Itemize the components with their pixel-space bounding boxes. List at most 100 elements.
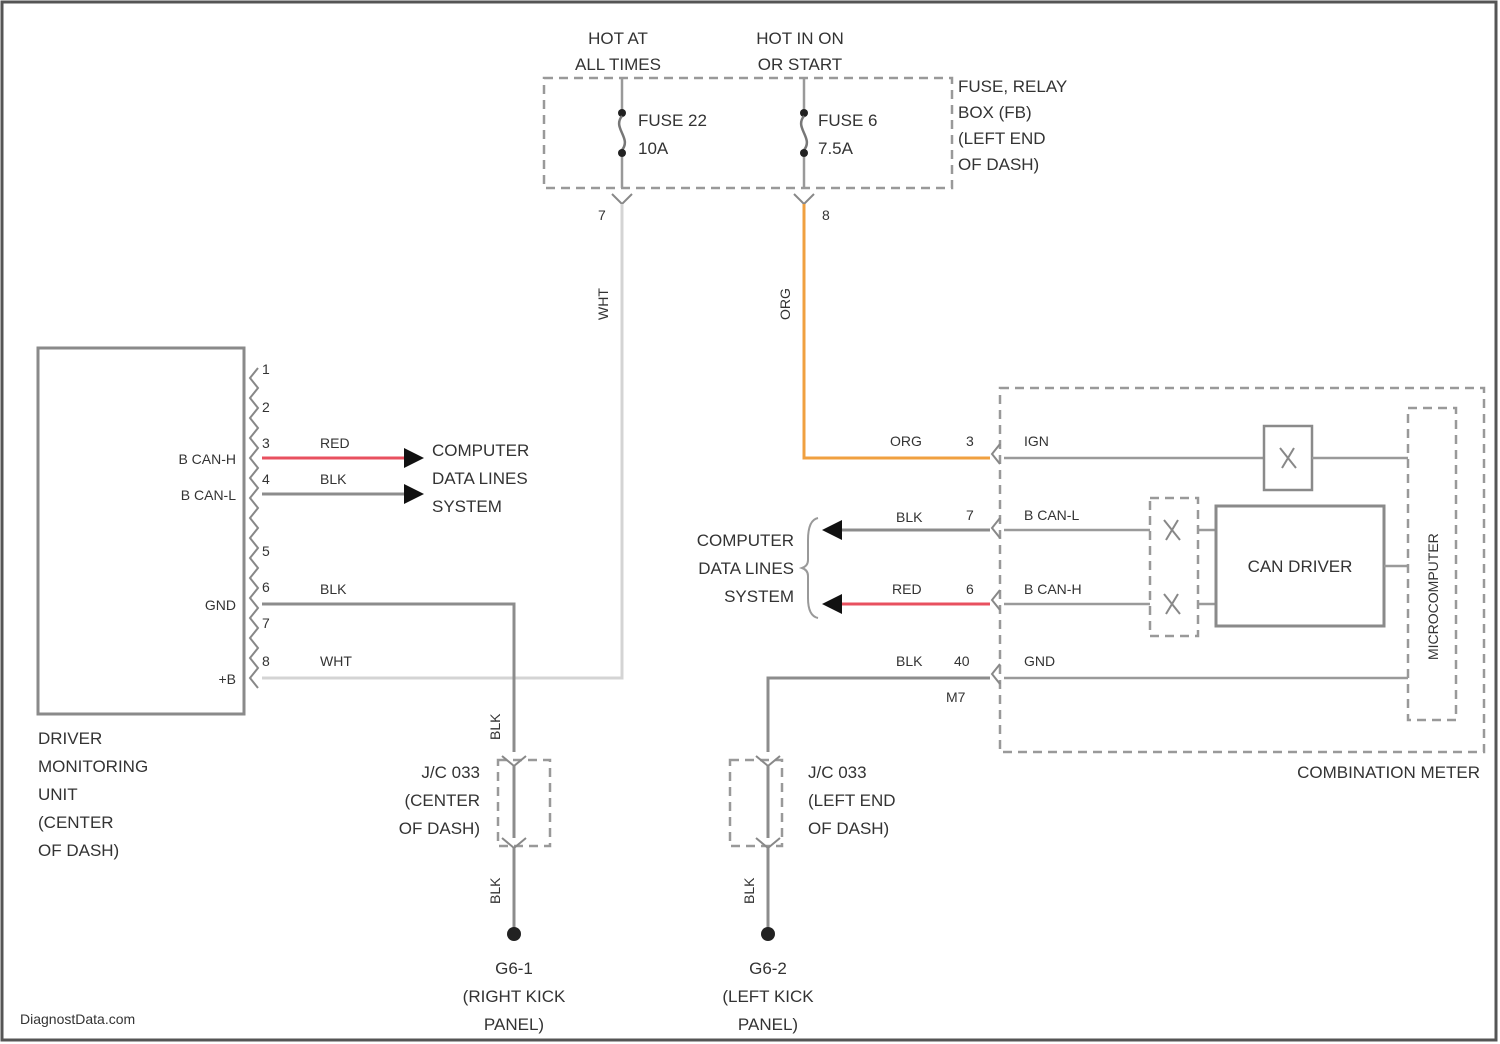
meter-gnd-label: GND xyxy=(1024,653,1055,669)
jc-right-label-line: OF DASH) xyxy=(808,819,889,838)
watermark: DiagnostData.com xyxy=(20,1011,135,1027)
jc-left-blk-label-top: BLK xyxy=(487,713,503,740)
computer-data-lines-right: COMPUTER DATA LINES SYSTEM xyxy=(697,531,794,606)
meter-pin-ign: 3 xyxy=(966,433,974,449)
g2-label-line: G6-2 xyxy=(749,959,787,978)
fb-pin-7: 7 xyxy=(598,207,606,223)
jc-right-box xyxy=(730,760,782,846)
meter-connector-id: M7 xyxy=(946,689,966,705)
g1-label-line: PANEL) xyxy=(484,1015,544,1034)
jc-right-label: J/C 033 (LEFT END OF DASH) xyxy=(808,763,896,838)
all-times-label: ALL TIMES xyxy=(575,55,661,74)
hot-at-label: HOT AT xyxy=(588,29,648,48)
fb-connector-7 xyxy=(612,194,632,204)
g1-label-line: G6-1 xyxy=(495,959,533,978)
fuse-relay-box xyxy=(544,78,952,188)
ground-g1-icon xyxy=(507,927,521,941)
fuse-box-label-line: BOX (FB) xyxy=(958,103,1032,122)
dmu-b-can-l: B CAN-L xyxy=(181,487,236,503)
jc-left-label-line: J/C 033 xyxy=(421,763,480,782)
dmu-label: DRIVER MONITORING UNIT (CENTER OF DASH) xyxy=(38,729,148,860)
filter-icon xyxy=(1164,594,1180,614)
cdl-left-line: COMPUTER xyxy=(432,441,529,460)
g2-label: G6-2 (LEFT KICK PANEL) xyxy=(722,959,814,1034)
arrow-right-icon xyxy=(404,448,424,468)
cdl-right-brace xyxy=(802,518,818,618)
meter-red-label: RED xyxy=(892,581,922,597)
dmu-pin: 8 xyxy=(262,653,270,669)
jc-left-label-line: (CENTER xyxy=(404,791,480,810)
fuse-box-label-line: FUSE, RELAY xyxy=(958,77,1067,96)
can-driver-label: CAN DRIVER xyxy=(1248,557,1353,576)
jc-left-label-line: OF DASH) xyxy=(399,819,480,838)
fuse-22-rating: 10A xyxy=(638,139,669,158)
g1-blk-label: BLK xyxy=(487,877,503,904)
fuse-box-label-line: (LEFT END xyxy=(958,129,1046,148)
dmu-pin: 3 xyxy=(262,435,270,451)
dmu-gnd: GND xyxy=(205,597,236,613)
g1-label: G6-1 (RIGHT KICK PANEL) xyxy=(463,959,566,1034)
g2-label-line: (LEFT KICK xyxy=(722,987,814,1006)
dmu-label-line: DRIVER xyxy=(38,729,102,748)
g2-label-line: PANEL) xyxy=(738,1015,798,1034)
hot-in-on-label: HOT IN ON xyxy=(756,29,844,48)
dmu-pin-numbers: 1 2 3 4 5 6 7 8 xyxy=(262,361,270,669)
meter-gnd-wire-label: BLK xyxy=(896,653,923,669)
dmu-label-line: UNIT xyxy=(38,785,78,804)
filter-icon xyxy=(1164,520,1180,540)
meter-b-can-h-label: B CAN-H xyxy=(1024,581,1082,597)
fuse-box-label-line: OF DASH) xyxy=(958,155,1039,174)
combination-meter-label: COMBINATION METER xyxy=(1297,763,1480,782)
cdl-left-line: SYSTEM xyxy=(432,497,502,516)
dmu-pin: 4 xyxy=(262,471,270,487)
combination-meter-box xyxy=(1000,388,1484,752)
fuse-6-rating: 7.5A xyxy=(818,139,854,158)
dmu-label-line: MONITORING xyxy=(38,757,148,776)
jc-left-label: J/C 033 (CENTER OF DASH) xyxy=(399,763,480,838)
microcomputer-label: MICROCOMPUTER xyxy=(1425,533,1441,660)
dmu-blk-label: BLK xyxy=(320,471,347,487)
cdl-right-line: DATA LINES xyxy=(698,559,794,578)
fuse-22-name: FUSE 22 xyxy=(638,111,707,130)
dmu-wht-wire-label: WHT xyxy=(320,653,352,669)
dmu-pin: 1 xyxy=(262,361,270,377)
arrow-left-icon xyxy=(822,594,842,614)
dmu-label-line: (CENTER xyxy=(38,813,114,832)
wht-wire-label: WHT xyxy=(595,288,611,320)
dmu-pin: 5 xyxy=(262,543,270,559)
meter-blk-label: BLK xyxy=(896,509,923,525)
fuse-6 xyxy=(800,78,808,188)
cdl-left-line: DATA LINES xyxy=(432,469,528,488)
meter-pin-gnd: 40 xyxy=(954,653,970,669)
fb-pin-8: 8 xyxy=(822,207,830,223)
cdl-right-line: SYSTEM xyxy=(724,587,794,606)
computer-data-lines-left: COMPUTER DATA LINES SYSTEM xyxy=(432,441,529,516)
fb-connector-8 xyxy=(794,194,814,204)
jc-right-label-line: J/C 033 xyxy=(808,763,867,782)
fuse-22 xyxy=(618,78,626,188)
can-filter-group xyxy=(1150,498,1198,636)
dmu-red-label: RED xyxy=(320,435,350,451)
fuse-box-label: FUSE, RELAY BOX (FB) (LEFT END OF DASH) xyxy=(958,77,1067,174)
dmu-b-can-h: B CAN-H xyxy=(178,451,236,467)
dmu-connector xyxy=(250,368,258,688)
cdl-right-line: COMPUTER xyxy=(697,531,794,550)
or-start-label: OR START xyxy=(758,55,842,74)
meter-b-can-l-label: B CAN-L xyxy=(1024,507,1079,523)
meter-ign-label: IGN xyxy=(1024,433,1049,449)
dmu-plus-b: +B xyxy=(218,671,236,687)
dmu-gnd-wire-label: BLK xyxy=(320,581,347,597)
arrow-right-icon xyxy=(404,484,424,504)
ground-g2-icon xyxy=(761,927,775,941)
jc-right-label-line: (LEFT END xyxy=(808,791,896,810)
arrow-left-icon xyxy=(822,520,842,540)
org-wire-label: ORG xyxy=(890,433,922,449)
dmu-pin: 2 xyxy=(262,399,270,415)
g1-label-line: (RIGHT KICK xyxy=(463,987,566,1006)
dmu-pin: 6 xyxy=(262,579,270,595)
meter-pin-can-h: 6 xyxy=(966,581,974,597)
fuse-6-name: FUSE 6 xyxy=(818,111,878,130)
dmu-pin: 7 xyxy=(262,615,270,631)
meter-pin-can-l: 7 xyxy=(966,507,974,523)
